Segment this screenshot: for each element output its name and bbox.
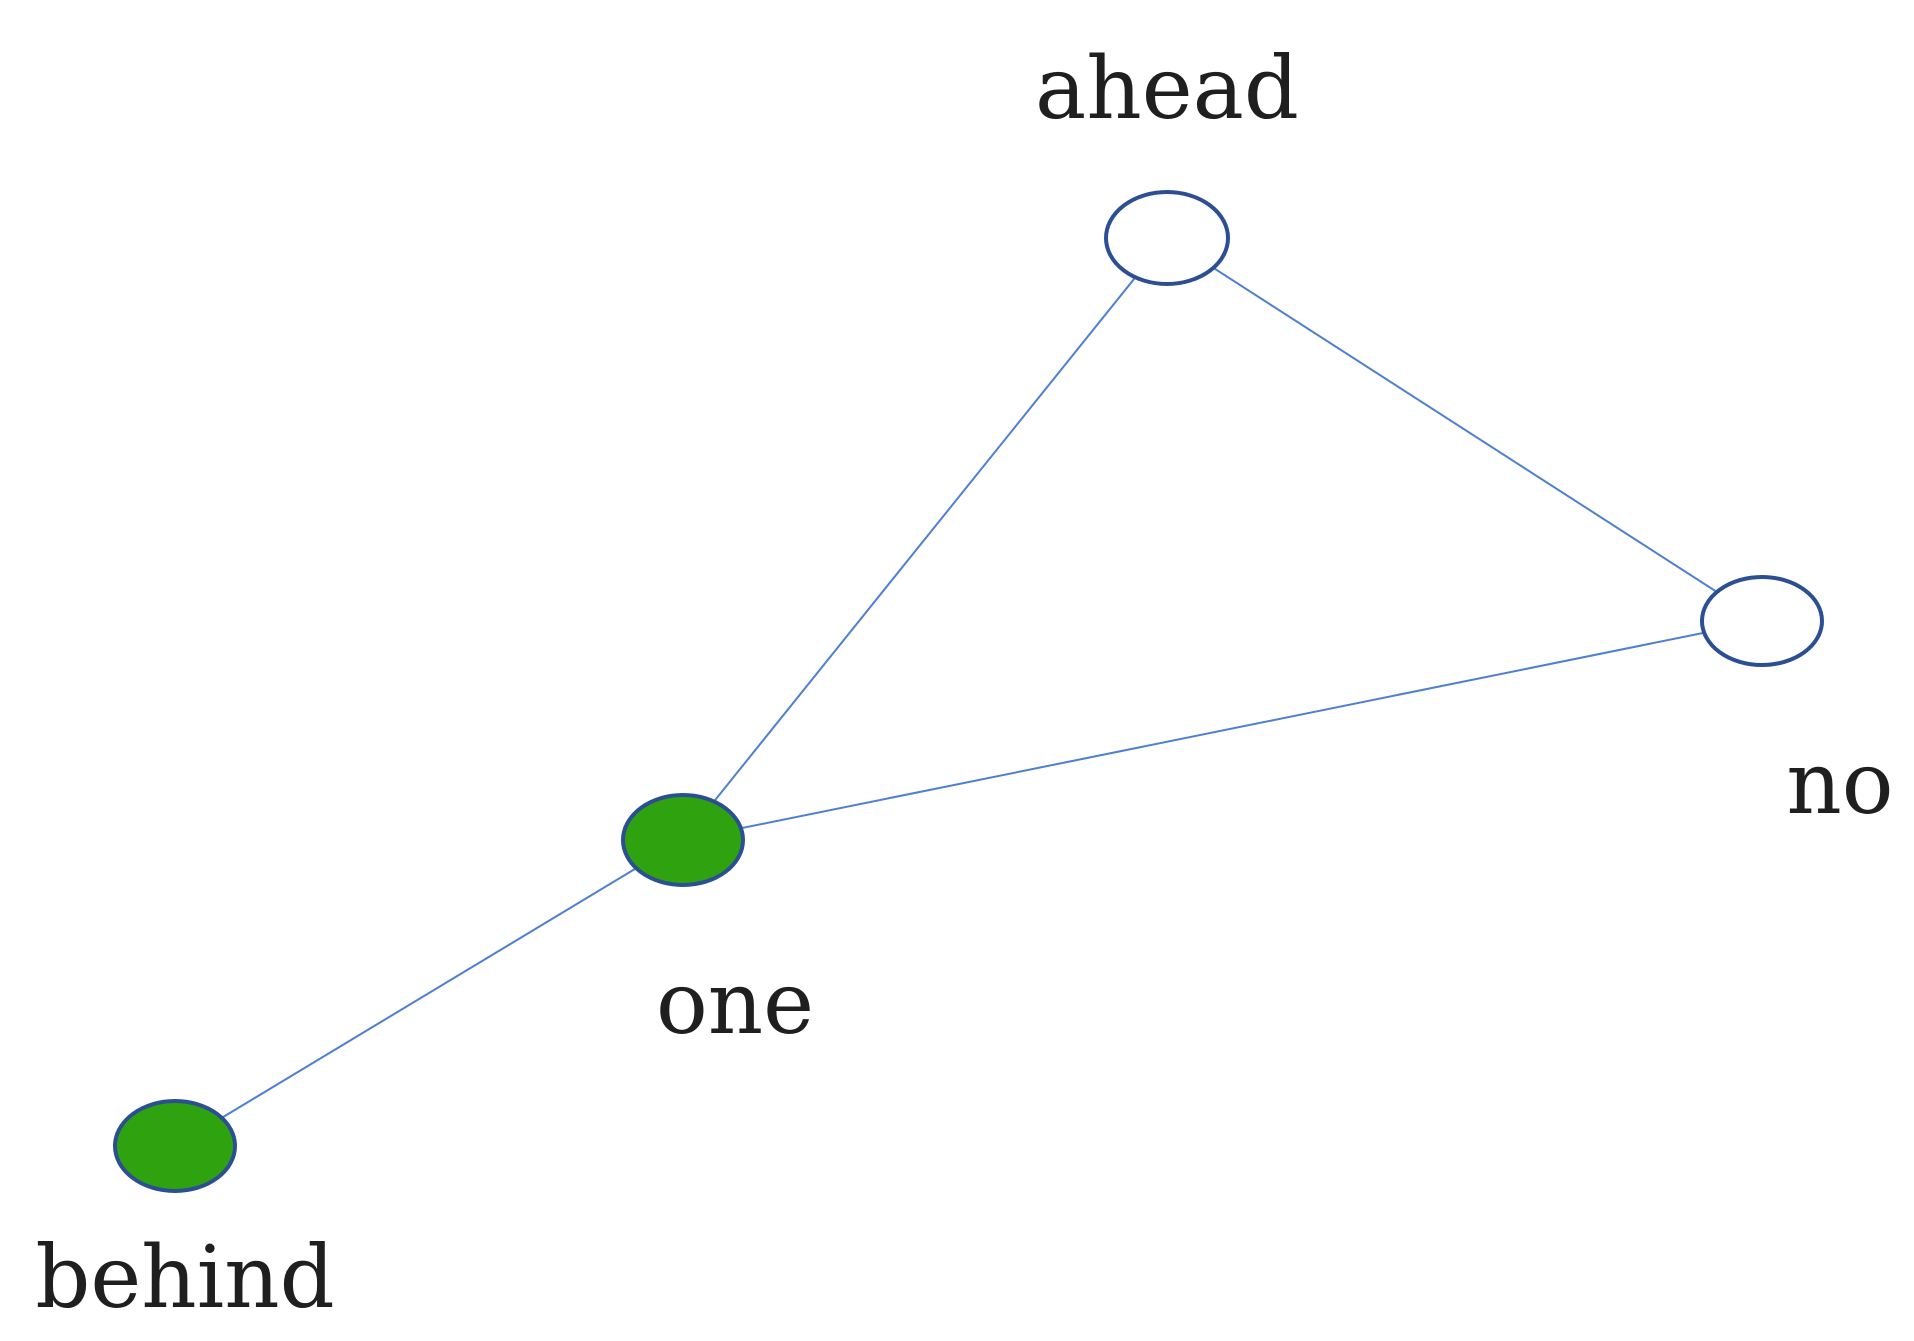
node-label-one: one	[656, 954, 814, 1054]
labels-layer: ahead no one behind	[35, 39, 1893, 1328]
edge-ahead-no	[1166, 237, 1763, 622]
edge-ahead-one	[682, 237, 1168, 841]
node-label-no: no	[1786, 734, 1893, 834]
node-label-behind: behind	[35, 1228, 334, 1328]
node-label-ahead: ahead	[1035, 39, 1299, 139]
node-behind	[113, 1099, 237, 1193]
edge-no-one	[682, 620, 1763, 841]
edges-layer	[174, 237, 1763, 1147]
node-one	[621, 793, 745, 887]
nodes-layer	[113, 190, 1824, 1193]
node-ahead	[1104, 190, 1230, 286]
edge-one-behind	[174, 839, 684, 1147]
node-no	[1700, 575, 1824, 667]
